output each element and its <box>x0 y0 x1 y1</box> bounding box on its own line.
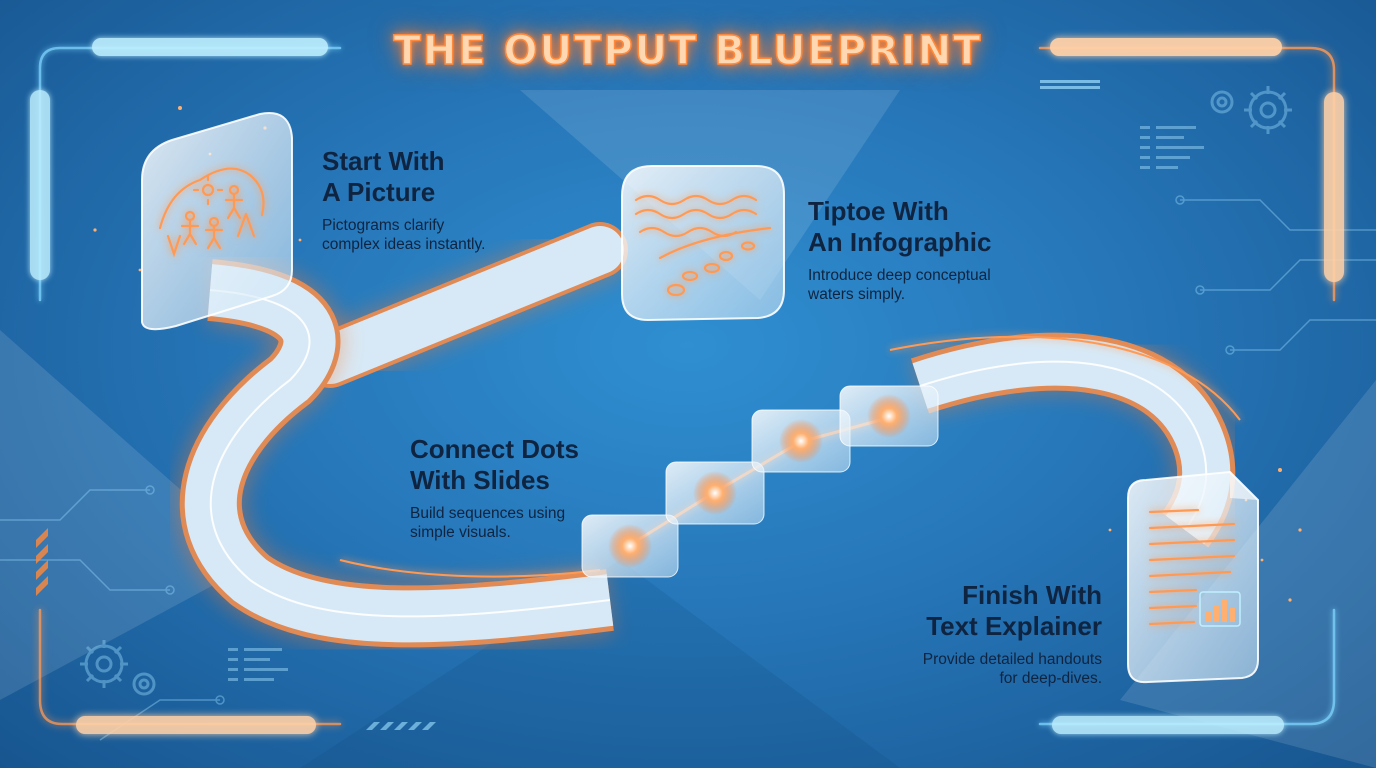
step-desc-line1: Introduce deep conceptual <box>808 267 991 284</box>
step-start-with-picture: Start With A Picture Pictograms clarify … <box>322 146 562 254</box>
pictogram-card-icon <box>141 112 293 331</box>
step-desc-line2: simple visuals. <box>410 524 511 541</box>
step-heading-line2: A Picture <box>322 177 436 207</box>
diagram-title: THE OUTPUT BLUEPRINT <box>393 27 983 75</box>
step-heading: Finish With Text Explainer <box>860 580 1102 642</box>
step-heading-line1: Start With <box>322 146 445 176</box>
step-desc-line1: Provide detailed handouts <box>922 651 1102 668</box>
step-description: Provide detailed handouts for deep-dives… <box>860 650 1102 688</box>
step-tiptoe-with-infographic: Tiptoe With An Infographic Introduce dee… <box>808 196 1068 304</box>
step-desc-line2: complex ideas instantly. <box>322 236 486 253</box>
step-heading-line1: Finish With <box>962 580 1102 610</box>
step-finish-with-text-explainer: Finish With Text Explainer Provide detai… <box>860 580 1102 688</box>
code-lines-decor <box>228 126 1204 681</box>
step-desc-line1: Build sequences using <box>410 505 566 522</box>
step-heading-line1: Tiptoe With <box>808 196 949 226</box>
step-desc-line2: waters simply. <box>808 286 906 303</box>
stripe-accents <box>36 80 1100 730</box>
gear-icon-bottom-left <box>80 640 156 696</box>
step-heading: Start With A Picture <box>322 146 562 208</box>
step-heading-line2: Text Explainer <box>926 611 1102 641</box>
step-connect-dots-with-slides: Connect Dots With Slides Build sequences… <box>410 434 660 542</box>
step-heading-line2: An Infographic <box>808 227 992 257</box>
slide-tiles-icon <box>581 385 939 578</box>
step-heading-line2: With Slides <box>410 465 550 495</box>
outer-frame <box>30 38 1344 734</box>
step-description: Introduce deep conceptual waters simply. <box>808 266 1068 304</box>
step-desc-line1: Pictograms clarify <box>322 217 445 234</box>
waves-footprints-card-icon <box>621 165 785 322</box>
step-heading: Connect Dots With Slides <box>410 434 660 496</box>
step-desc-line2: for deep-dives. <box>999 670 1102 687</box>
step-heading: Tiptoe With An Infographic <box>808 196 1068 258</box>
step-description: Pictograms clarify complex ideas instant… <box>322 216 562 254</box>
step-heading-line1: Connect Dots <box>410 434 579 464</box>
document-icon <box>1127 470 1259 684</box>
process-track <box>175 219 1241 652</box>
gear-icon-top-right <box>1210 86 1292 134</box>
step-description: Build sequences using simple visuals. <box>410 504 660 542</box>
mini-chart-icon <box>1199 591 1241 627</box>
